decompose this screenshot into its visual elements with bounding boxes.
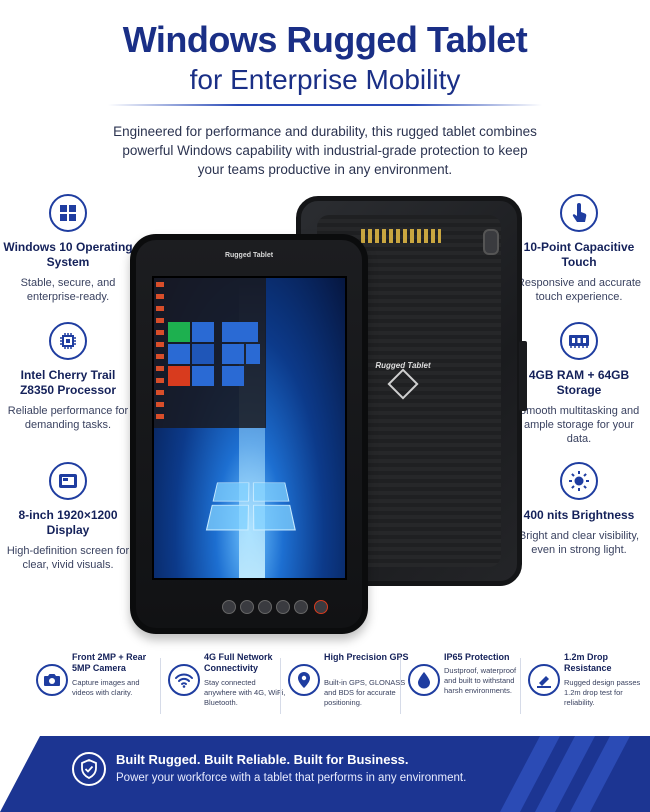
windows-logo-icon	[205, 482, 298, 533]
back-logo: Rugged Tablet	[363, 361, 443, 401]
camera-icon	[36, 664, 68, 696]
banner-shape	[0, 736, 650, 812]
display-icon	[49, 462, 87, 500]
title-divider	[108, 104, 542, 106]
hw-button	[294, 600, 308, 614]
feature-network: 4G Full Network Connectivity Stay connec…	[168, 652, 286, 722]
shield-check-icon	[72, 752, 106, 786]
wifi-icon	[168, 664, 200, 696]
feature-title: 4GB RAM + 64GB Storage	[528, 368, 630, 397]
banner-subtitle: Power your workforce with a tablet that …	[116, 772, 467, 784]
power-icon	[314, 600, 328, 614]
feature-title: 4G Full Network Connectivity	[204, 652, 273, 673]
feature-desc: Responsive and accurate touch experience…	[516, 277, 642, 303]
back-brand: Rugged Tablet	[375, 361, 431, 370]
feature-drop: 1.2m Drop Resistance Rugged design passe…	[528, 652, 646, 722]
feature-ip65: IP65 Protection Dustproof, waterproof an…	[408, 652, 526, 722]
feature-touch: 10-Point Capacitive Touch Responsive and…	[514, 194, 644, 304]
feature-title: 10-Point Capacitive Touch	[523, 240, 635, 269]
diamond-icon	[387, 368, 419, 400]
header: Windows Rugged Tablet for Enterprise Mob…	[0, 20, 650, 98]
footer-banner	[0, 736, 650, 812]
page-subtitle: for Enterprise Mobility	[189, 64, 461, 95]
feature-brightness: 400 nits Brightness Bright and clear vis…	[514, 462, 644, 557]
divider	[400, 658, 401, 714]
feature-title: Intel Cherry Trail Z8350 Processor	[19, 368, 117, 397]
divider	[160, 658, 161, 714]
feature-desc: Stable, secure, and enterprise-ready.	[20, 277, 116, 303]
feature-title: IP65 Protection	[444, 652, 510, 662]
feature-desc: Capture images and videos with clarity.	[72, 678, 140, 697]
feature-processor: Intel Cherry Trail Z8350 Processor Relia…	[3, 322, 133, 432]
feature-title: 8-inch 1920×1200 Display	[18, 508, 118, 537]
drop-icon	[528, 664, 560, 696]
hw-button	[258, 600, 272, 614]
front-brand: Rugged Tablet	[224, 252, 274, 259]
rear-camera-icon	[483, 229, 499, 255]
hw-button	[222, 600, 236, 614]
sun-icon	[560, 462, 598, 500]
windows-icon	[49, 194, 87, 232]
shield-drop-icon	[408, 664, 440, 696]
feature-display: 8-inch 1920×1200 Display High-definition…	[3, 462, 133, 572]
banner-title: Built Rugged. Built Reliable. Built for …	[116, 752, 409, 767]
feature-desc: Dustproof, waterproof and built to withs…	[444, 666, 517, 695]
memory-icon	[560, 322, 598, 360]
touch-icon	[560, 194, 598, 232]
hw-button	[240, 600, 254, 614]
feature-desc: Smooth multitasking and ample storage fo…	[518, 405, 640, 445]
feature-desc: Stay connected anywhere with 4G, WiFi, B…	[204, 678, 286, 707]
start-menu	[154, 278, 266, 428]
feature-desc: Rugged design passes 1.2m drop test for …	[564, 678, 641, 707]
side-buttons	[519, 341, 527, 411]
app-list	[156, 282, 164, 424]
feature-title: Front 2MP + Rear 5MP Camera	[72, 652, 147, 673]
gps-pin-icon	[288, 664, 320, 696]
pogo-pins	[361, 229, 441, 243]
feature-title: High Precision GPS	[324, 652, 409, 662]
cpu-icon	[49, 322, 87, 360]
feature-windows: Windows 10 Operating System Stable, secu…	[3, 194, 133, 304]
bottom-features: Front 2MP + Rear 5MP Camera Capture imag…	[36, 652, 640, 722]
page-title: Windows Rugged Tablet	[122, 19, 528, 60]
intro-text: Engineered for performance and durabilit…	[113, 124, 537, 177]
feature-desc: High-definition screen for clear, vivid …	[6, 545, 130, 571]
feature-desc: Bright and clear visibility, even in str…	[518, 530, 640, 556]
feature-desc: Built-in GPS, GLONASS and BDS for accura…	[324, 678, 406, 707]
hardware-buttons	[172, 596, 332, 618]
divider	[520, 658, 521, 714]
feature-memory: 4GB RAM + 64GB Storage Smooth multitaski…	[514, 322, 644, 446]
feature-title: 1.2m Drop Resistance	[564, 652, 612, 673]
tablet-front: Rugged Tablet	[130, 234, 368, 634]
hw-button	[276, 600, 290, 614]
tablet-screen	[152, 276, 347, 580]
feature-title: Windows 10 Operating System	[3, 240, 133, 269]
feature-desc: Reliable performance for demanding tasks…	[7, 405, 129, 431]
divider	[280, 658, 281, 714]
feature-camera: Front 2MP + Rear 5MP Camera Capture imag…	[36, 652, 154, 722]
feature-gps: High Precision GPS Built-in GPS, GLONASS…	[288, 652, 409, 722]
feature-title: 400 nits Brightness	[523, 508, 635, 522]
